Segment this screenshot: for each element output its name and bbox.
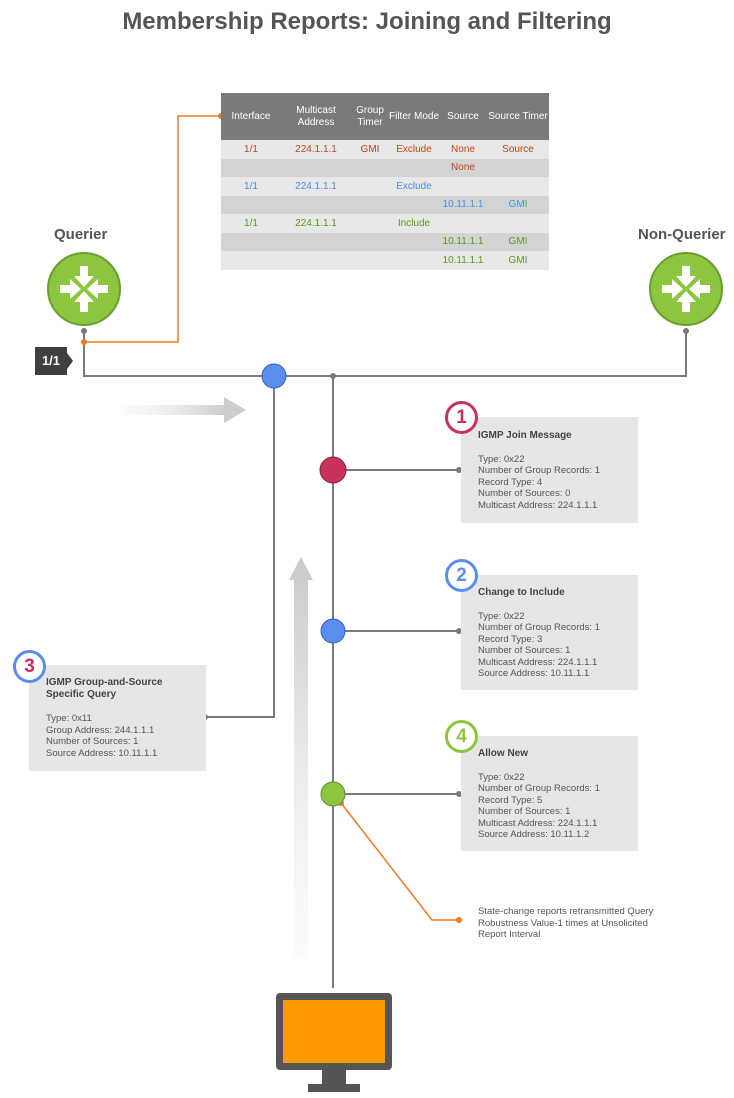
table-cell: GMI bbox=[508, 254, 528, 266]
message-line: Number of Group Records: 1 bbox=[478, 622, 600, 633]
message-line: Source Address: 10.11.1.2 bbox=[478, 829, 590, 840]
message-line: Number of Sources: 0 bbox=[478, 488, 571, 499]
table-cell: 10.11.1.1 bbox=[442, 199, 484, 211]
network-links bbox=[83, 333, 687, 988]
message-title: Change to Include bbox=[478, 587, 565, 598]
table-cell: None bbox=[451, 143, 475, 155]
message-line: Number of Group Records: 1 bbox=[478, 783, 600, 794]
message-line: Multicast Address: 224.1.1.1 bbox=[478, 817, 598, 829]
table-header-cell: Multicast Address bbox=[296, 104, 336, 128]
change-to-include-marker bbox=[320, 618, 346, 644]
message-line: Type: 0x11 bbox=[46, 713, 92, 724]
port-tab-pointer bbox=[67, 353, 73, 369]
message-line: Number of Sources: 1 bbox=[46, 736, 139, 747]
non-querier-label: Non-Querier bbox=[638, 226, 726, 243]
non-querier-router-icon bbox=[649, 252, 723, 326]
table-cell: 10.11.1.1 bbox=[442, 236, 484, 248]
junction-dot bbox=[330, 373, 336, 379]
message-line: Group Address: 244.1.1.1 bbox=[46, 724, 155, 736]
query-message-marker bbox=[261, 363, 287, 389]
table-cell: 1/1 bbox=[244, 217, 258, 229]
connector-dot bbox=[456, 467, 462, 473]
table-cell: Include bbox=[397, 217, 431, 229]
table-cell: 224.1.1.1 bbox=[295, 217, 337, 229]
table-cell: 224.1.1.1 bbox=[295, 143, 337, 155]
allow-new-marker bbox=[320, 781, 346, 807]
message-line: Source Address: 10.11.1.1 bbox=[478, 668, 590, 679]
message-line: Source Address: 10.11.1.1 bbox=[46, 747, 158, 759]
callout-dot bbox=[81, 339, 87, 345]
step-number-badge: 1 bbox=[445, 401, 478, 434]
message-line: Number of Sources: 1 bbox=[478, 645, 571, 656]
group-membership-table: Interface Multicast Address Group Timer … bbox=[221, 93, 549, 270]
table-row: 1/1 224.1.1.1 GMI Exclude None Source bbox=[221, 140, 549, 159]
report-direction-arrow bbox=[289, 557, 313, 958]
connector-dot bbox=[81, 328, 87, 334]
message-line: Type: 0x22 bbox=[478, 771, 525, 783]
allow-new-box: Allow New Type: 0x22 Number of Group Rec… bbox=[461, 736, 638, 851]
table-cell: 224.1.1.1 bbox=[295, 180, 337, 192]
join-message-marker bbox=[319, 456, 347, 484]
message-line: Number of Group Records: 1 bbox=[478, 465, 600, 476]
group-source-query-box: IGMP Group-and-Source Specific Query Typ… bbox=[29, 665, 206, 771]
table-cell: 1/1 bbox=[244, 180, 258, 192]
callout-dot bbox=[456, 917, 462, 923]
table-cell: GMI bbox=[508, 199, 528, 211]
table-row: 1/1 224.1.1.1 Exclude bbox=[221, 177, 549, 196]
table-row: None bbox=[221, 158, 549, 177]
message-line: Type: 0x22 bbox=[478, 453, 525, 465]
table-row: 10.11.1.1 GMI bbox=[221, 195, 549, 214]
table-header-cell: Source Timer bbox=[488, 110, 548, 122]
step-number-badge: 4 bbox=[445, 720, 478, 753]
table-cell: GMI bbox=[508, 236, 528, 248]
table-header-cell: Interface bbox=[231, 110, 271, 122]
connector-dot bbox=[683, 328, 689, 334]
message-line: Type: 0x22 bbox=[478, 610, 525, 622]
table-row: 10.11.1.1 GMI bbox=[221, 251, 549, 270]
port-label: 1/1 bbox=[35, 347, 67, 375]
host-monitor-icon bbox=[276, 993, 392, 1092]
querier-label: Querier bbox=[54, 226, 108, 243]
step-number-badge: 2 bbox=[445, 559, 478, 592]
connector-dot bbox=[456, 628, 462, 634]
message-line: Record Type: 5 bbox=[478, 794, 543, 806]
table-cell: GMI bbox=[360, 143, 380, 155]
message-line: Multicast Address: 224.1.1.1 bbox=[478, 656, 598, 668]
table-callout-line bbox=[84, 115, 459, 921]
query-direction-arrow bbox=[122, 397, 246, 423]
connector-dot bbox=[456, 791, 462, 797]
table-cell: Exclude bbox=[396, 180, 432, 192]
table-header-cell: Filter Mode bbox=[389, 110, 440, 122]
message-line: Record Type: 4 bbox=[478, 476, 543, 488]
message-title: IGMP Join Message bbox=[478, 430, 572, 441]
join-message-box: IGMP Join Message Type: 0x22 Number of G… bbox=[461, 417, 638, 523]
message-title: IGMP Group-and-Source Specific Query bbox=[46, 677, 163, 700]
page-title: Membership Reports: Joining and Filterin… bbox=[122, 8, 612, 35]
message-line: Record Type: 3 bbox=[478, 633, 543, 645]
table-header-cell: Group Timer bbox=[356, 104, 384, 128]
retransmit-note: State-change reports retransmitted Query… bbox=[478, 906, 654, 940]
querier-router-icon bbox=[47, 252, 121, 326]
table-cell: None bbox=[451, 162, 475, 174]
message-line: Multicast Address: 224.1.1.1 bbox=[478, 499, 598, 511]
table-cell: 1/1 bbox=[244, 143, 258, 155]
step-number-badge: 3 bbox=[13, 650, 46, 683]
table-row: 10.11.1.1 GMI bbox=[221, 232, 549, 251]
table-cell: Exclude bbox=[396, 143, 432, 155]
table-row: 1/1 224.1.1.1 Include bbox=[221, 214, 549, 233]
table-cell: Source bbox=[502, 143, 534, 155]
table-cell: 10.11.1.1 bbox=[442, 254, 484, 266]
change-to-include-box: Change to Include Type: 0x22 Number of G… bbox=[461, 575, 638, 690]
message-title: Allow New bbox=[478, 748, 529, 759]
message-line: Number of Sources: 1 bbox=[478, 806, 571, 817]
table-header: Interface Multicast Address Group Timer … bbox=[221, 93, 549, 140]
table-header-cell: Source bbox=[447, 110, 479, 122]
